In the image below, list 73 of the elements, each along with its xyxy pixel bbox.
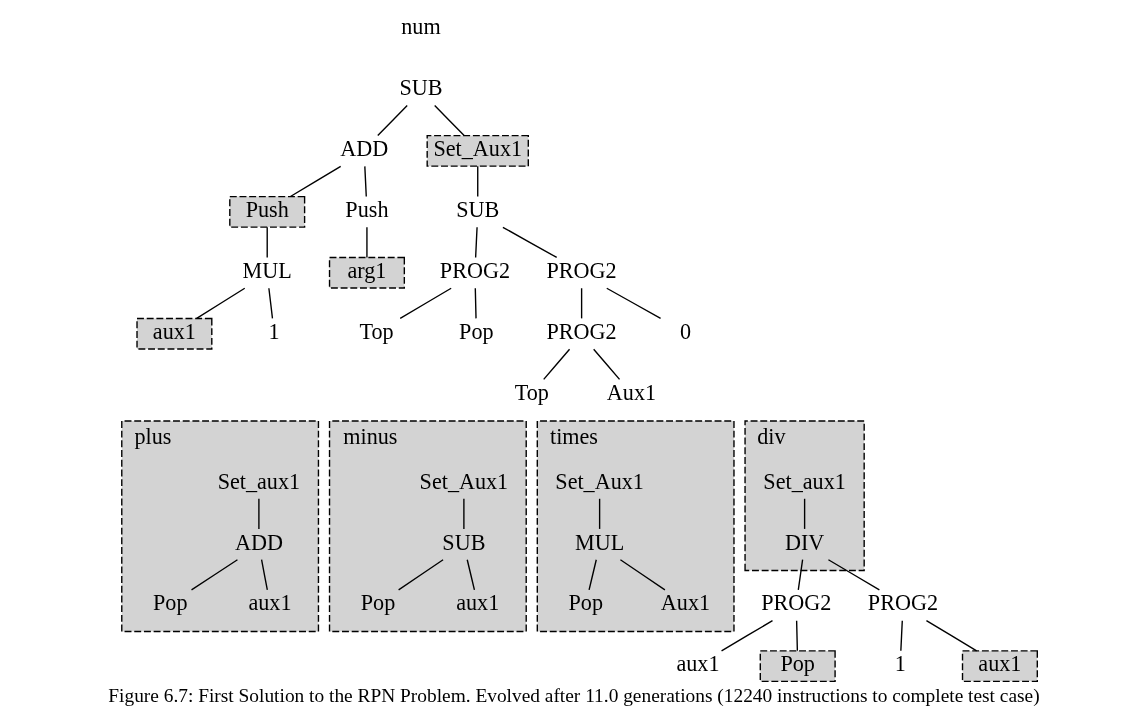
node-text: Pop	[458, 318, 494, 344]
node-text: PROG2	[439, 258, 510, 284]
node-text: Set_aux1	[217, 468, 300, 494]
node-text: Set_aux1	[762, 468, 846, 494]
connector	[795, 619, 798, 652]
connector	[899, 619, 903, 652]
node-text: 0	[679, 318, 691, 344]
connector	[619, 559, 666, 591]
caption: Figure 6.7: First Solution to the RPN Problem. Evolved after 11.0 generations (12240 instructions to complete test case)	[107, 685, 1040, 707]
node-text: SUB	[398, 75, 442, 101]
connector	[433, 104, 465, 137]
node-text: aux1	[455, 590, 499, 616]
connector	[399, 287, 452, 320]
connector	[592, 348, 620, 381]
node-box: Set_Aux1	[426, 134, 529, 167]
connector	[474, 226, 478, 259]
connector	[267, 287, 273, 320]
connector	[466, 559, 475, 591]
node-text: MUL	[242, 258, 292, 284]
node-text: Pop	[152, 590, 187, 616]
connector	[363, 165, 367, 198]
node-text: SUB	[455, 197, 499, 223]
connector	[476, 165, 478, 198]
node-text: Top	[514, 379, 549, 405]
node-text: DIV	[784, 529, 824, 555]
connector	[598, 498, 600, 530]
node-box: Push	[228, 195, 305, 228]
connector	[474, 287, 477, 320]
connector	[797, 559, 803, 591]
node-box: Pop	[759, 650, 836, 683]
connector	[827, 559, 880, 591]
connector	[925, 619, 977, 652]
node-text: PROG2	[760, 590, 831, 616]
connector	[376, 104, 408, 137]
connector	[257, 498, 260, 530]
node-text: Aux1	[660, 590, 710, 616]
connector	[289, 165, 341, 198]
connector	[260, 559, 268, 591]
connector	[195, 287, 245, 320]
node-text: aux1	[247, 590, 292, 616]
node-text: PROG2	[867, 590, 938, 616]
node-text: PROG2	[546, 318, 617, 344]
connector	[190, 559, 238, 591]
node-box: aux1	[961, 650, 1038, 683]
node-text: Pop	[568, 590, 603, 616]
connector	[803, 498, 805, 530]
connector	[720, 619, 773, 652]
connector	[542, 348, 570, 381]
node-text: 1	[268, 318, 280, 344]
node-text: ADD	[339, 136, 388, 162]
node-text: MUL	[574, 529, 624, 555]
node-text: Set_Aux1	[554, 468, 644, 494]
node-text: Pop	[360, 590, 395, 616]
connector	[501, 226, 557, 259]
connector	[365, 226, 368, 259]
node-text: Aux1	[606, 379, 656, 405]
connector	[580, 287, 582, 320]
node-text: ADD	[234, 529, 283, 555]
node-text: Set_Aux1	[419, 468, 508, 494]
node-text: SUB	[441, 529, 485, 555]
connector	[266, 226, 268, 259]
connector	[462, 498, 465, 530]
label: num	[400, 14, 441, 40]
connector	[587, 559, 597, 591]
node-box: aux1	[135, 317, 212, 350]
node-text: Push	[344, 197, 388, 223]
node-text: Top	[359, 318, 394, 344]
node-text: aux1	[675, 651, 719, 677]
connector	[605, 287, 661, 320]
node-text: 1	[894, 651, 906, 677]
node-text: PROG2	[546, 258, 617, 284]
connector	[397, 559, 444, 591]
node-box: arg1	[328, 256, 405, 289]
